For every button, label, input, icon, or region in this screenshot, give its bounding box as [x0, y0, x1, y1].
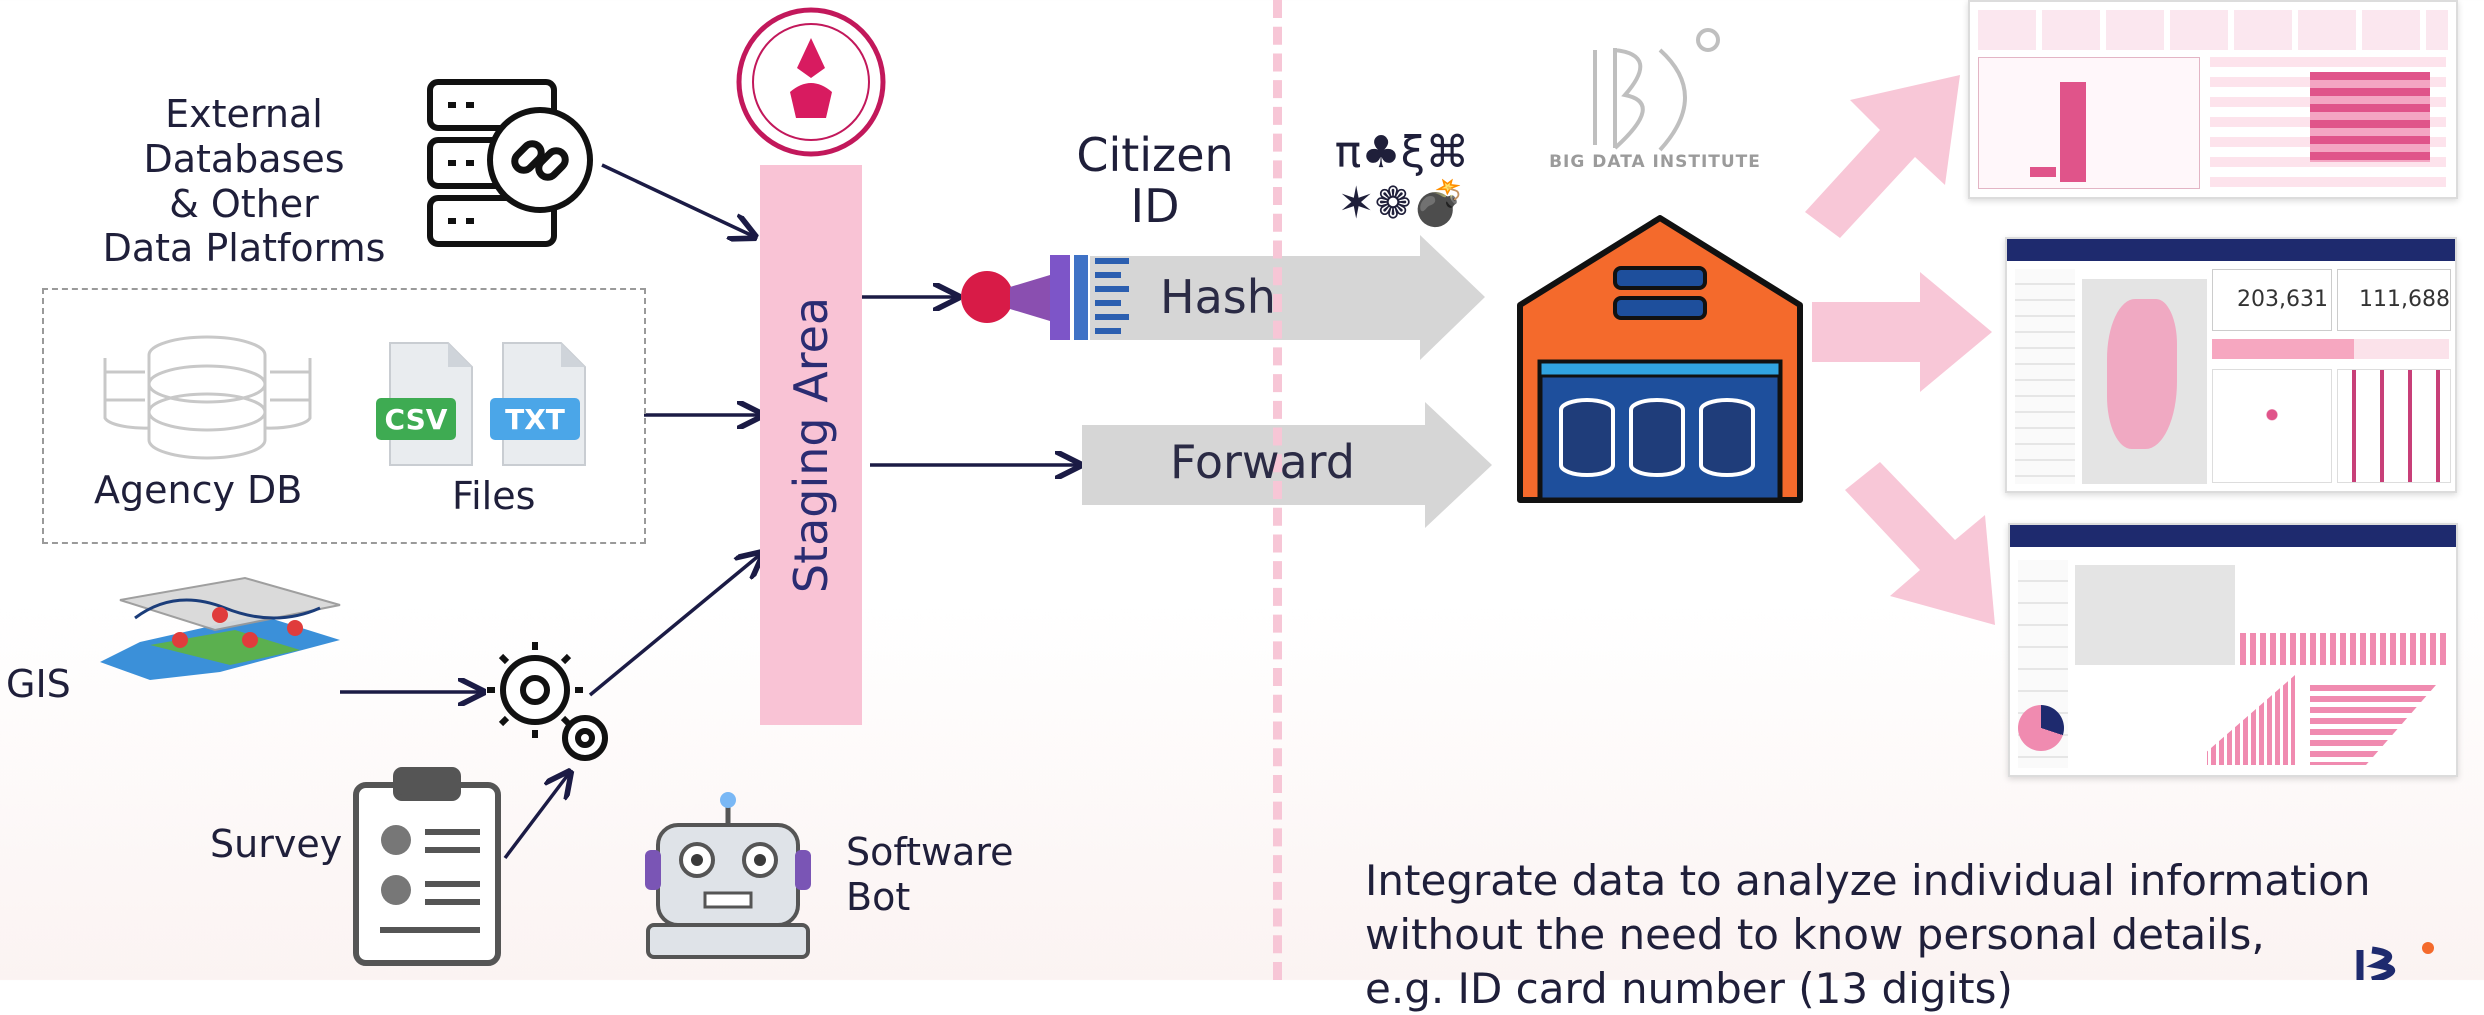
bdi-corner-logo	[2356, 942, 2434, 980]
gis-map-icon	[100, 576, 341, 680]
survey-label: Survey	[210, 822, 343, 866]
txt-badge: TXT	[505, 403, 565, 436]
diagram-canvas	[100, 7, 2434, 980]
data-warehouse-icon	[1517, 215, 1803, 503]
gis-label: GIS	[6, 662, 71, 706]
dashboard-top	[1968, 0, 2458, 199]
kpi-value-1: 203,631	[2237, 287, 2328, 312]
citizen-id-label: Citizen ID	[1076, 128, 1234, 233]
arrow-external-to-staging	[601, 163, 755, 237]
arrow-survey-to-gear	[503, 772, 570, 860]
staging-area-label: Staging Area	[760, 165, 862, 725]
csv-file-icon	[376, 342, 473, 466]
arrow-gear-to-staging	[588, 553, 762, 697]
gear-icon	[487, 642, 608, 761]
txt-file-icon	[490, 342, 586, 466]
pink-arrow-top	[1805, 75, 1960, 238]
encrypted-symbols: π♣ξ⌘ ✶❁💣	[1334, 127, 1470, 229]
dashboard-middle: 203,631 111,688	[2005, 237, 2457, 493]
seal-icon	[736, 7, 886, 157]
link-icon	[511, 140, 569, 181]
hash-arrow	[1090, 235, 1485, 360]
pink-arrow-middle	[1812, 272, 1992, 392]
software-bot-label: Software Bot	[846, 830, 1014, 919]
server-icon	[427, 79, 593, 247]
staging-area-text: Staging Area	[784, 296, 838, 594]
agency-db-label: Agency DB	[94, 468, 303, 512]
kpi-value-2: 111,688	[2359, 287, 2450, 312]
hash-label: Hash	[1160, 270, 1276, 324]
bdi-logo	[1593, 28, 1720, 152]
hash-filter-icon	[961, 255, 1129, 340]
pink-arrow-bottom	[1845, 462, 1995, 625]
csv-badge: CSV	[384, 403, 448, 436]
external-databases-label: External Databases & Other Data Platform…	[102, 92, 386, 271]
clipboard-icon	[353, 767, 501, 966]
forward-label: Forward	[1170, 435, 1355, 489]
forward-arrow	[1082, 402, 1492, 528]
integration-caption: Integrate data to analyze individual inf…	[1365, 856, 2371, 1013]
dashboard-bottom	[2008, 523, 2458, 777]
section-divider	[1273, 0, 1282, 980]
database-icon	[103, 335, 312, 460]
agency-files-group	[42, 288, 646, 544]
files-label: Files	[452, 474, 536, 518]
robot-icon	[645, 792, 811, 959]
staging-area-bar	[760, 165, 862, 725]
bdi-logo-caption: BIG DATA INSTITUTE	[1549, 152, 1761, 172]
